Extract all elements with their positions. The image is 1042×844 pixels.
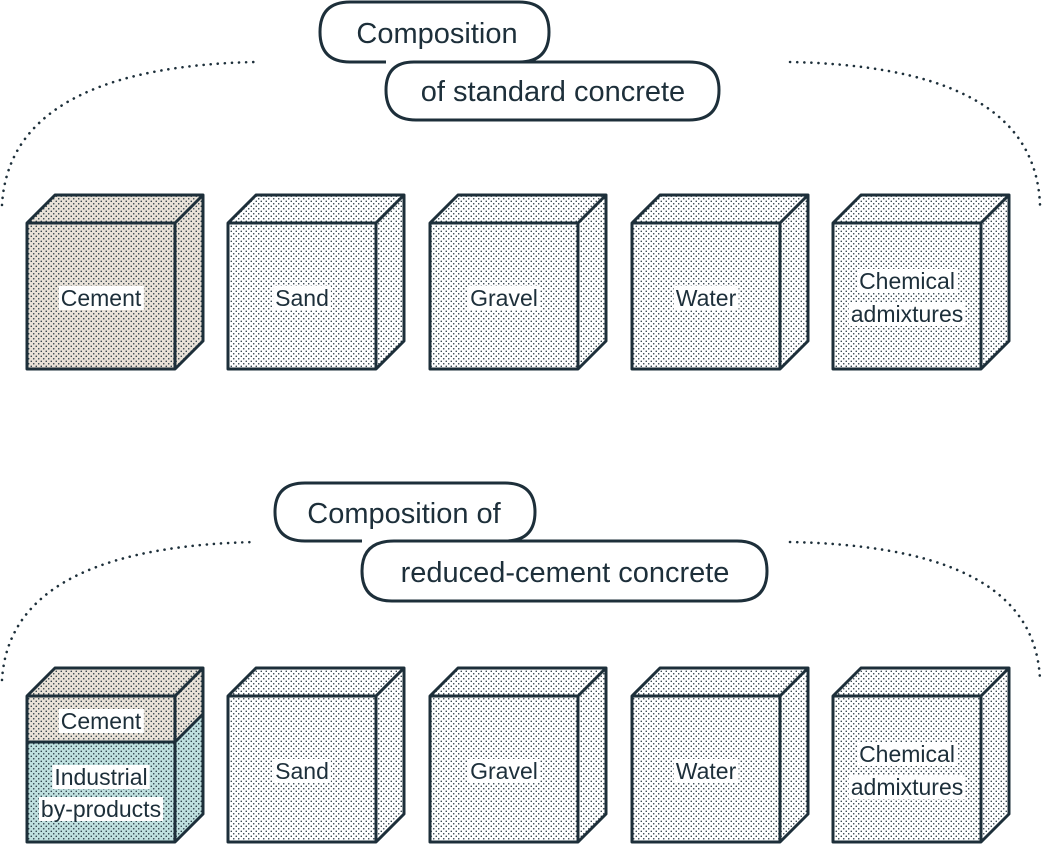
label-halo (58, 286, 144, 310)
label-halo (468, 759, 540, 783)
label-halo (52, 765, 150, 789)
reduced-cube-byproducts-label-line2: by-products (41, 796, 161, 822)
label-halo (673, 759, 739, 783)
standard-cube-sand: Sand (226, 193, 406, 371)
reduced-section: Composition of reduced-cement concrete C… (0, 481, 1042, 844)
reduced-cube-chemical-admixtures: Chemical admixtures (831, 666, 1011, 844)
label-halo (273, 759, 331, 783)
standard-cube-sand-label: Sand (275, 285, 329, 311)
reduced-arc-right (788, 540, 1042, 682)
standard-arc-left (0, 60, 257, 207)
label-halo (848, 775, 966, 799)
reduced-title-line1: Composition of (307, 498, 501, 530)
reduced-cube-water-label: Water (676, 758, 737, 784)
reduced-cube-water: Water (630, 666, 810, 844)
standard-cube-gravel: Gravel (428, 193, 608, 371)
standard-arc-right (788, 60, 1042, 207)
reduced-title: Composition of reduced-cement concrete (273, 481, 769, 603)
reduced-cube-cement-byproducts: Cement Industrial by-products (25, 666, 205, 844)
standard-title-line1: Composition (356, 18, 517, 50)
standard-cube-chemical-label-line2: admixtures (851, 301, 963, 327)
standard-cube-cement: Cement (25, 193, 205, 371)
label-halo (848, 302, 966, 326)
reduced-cube-sand: Sand (226, 666, 406, 844)
label-halo (468, 286, 540, 310)
reduced-cube-sand-label: Sand (275, 758, 329, 784)
reduced-cube-cement-label: Cement (61, 708, 142, 734)
standard-title-bubble (318, 0, 721, 122)
reduced-cube-gravel: Gravel (428, 666, 608, 844)
reduced-cube-chemical-label-line2: admixtures (851, 774, 963, 800)
standard-title-line2: of standard concrete (421, 76, 685, 108)
label-halo (857, 742, 957, 766)
label-halo (857, 269, 957, 293)
label-halo (673, 286, 739, 310)
standard-cube-water: Water (630, 193, 810, 371)
label-halo (273, 286, 331, 310)
reduced-arc-left (0, 540, 257, 682)
standard-cube-cement-label: Cement (61, 285, 142, 311)
standard-cube-chemical-admixtures: Chemical admixtures (831, 193, 1011, 371)
label-halo (58, 709, 144, 733)
reduced-cube-chemical-label-line1: Chemical (859, 741, 955, 767)
label-halo (38, 797, 164, 821)
reduced-title-bubble (273, 481, 769, 603)
reduced-cube-byproducts-label-line1: Industrial (54, 764, 147, 790)
standard-title: Composition of standard concrete (318, 0, 721, 122)
standard-cube-water-label: Water (676, 285, 737, 311)
standard-cube-chemical-label-line1: Chemical (859, 268, 955, 294)
reduced-title-line2: reduced-cement concrete (401, 557, 730, 589)
reduced-cube-gravel-label: Gravel (470, 758, 538, 784)
standard-cube-gravel-label: Gravel (470, 285, 538, 311)
standard-section: Composition of standard concrete Cement … (0, 0, 1042, 371)
